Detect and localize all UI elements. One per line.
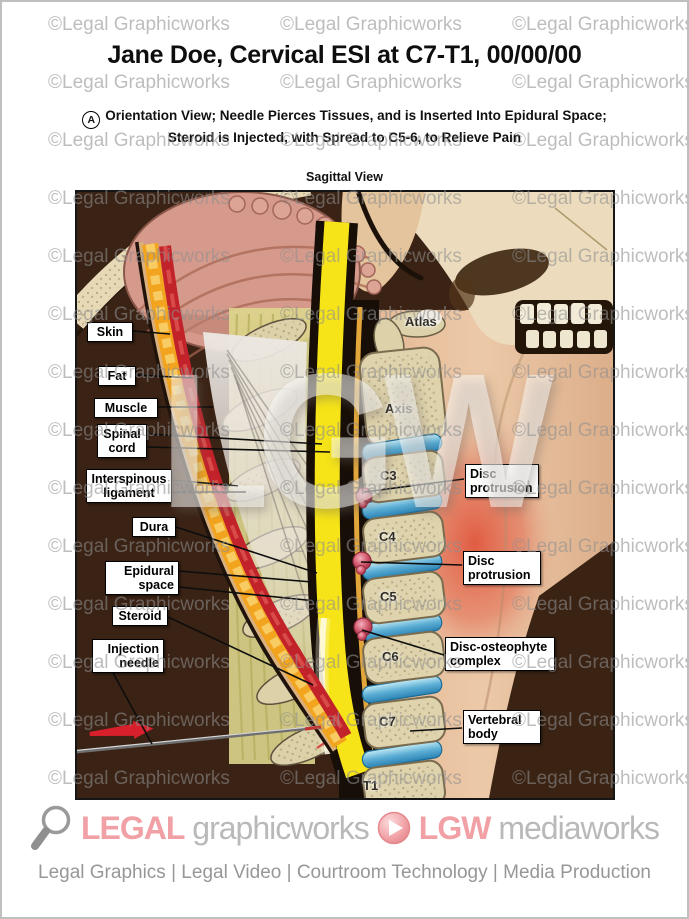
- label-dura: Dura: [132, 517, 176, 537]
- footer-tagline: Legal Graphics | Legal Video | Courtroom…: [38, 862, 651, 883]
- label-disc-protrusion-c3-4: Disc protrusion: [465, 464, 539, 498]
- watermark-text: ©Legal Graphicworks: [48, 14, 230, 35]
- view-label: Sagittal View: [306, 170, 383, 184]
- level-label-atlas: Atlas: [405, 314, 437, 329]
- label-skin: Skin: [87, 322, 133, 342]
- brand-legal-text: LEGAL: [80, 809, 185, 846]
- play-icon: [377, 811, 411, 845]
- label-fat: Fat: [98, 366, 136, 386]
- brand-mediaworks-text: mediaworks: [498, 809, 660, 846]
- skull: [377, 192, 613, 354]
- level-label-c4: C4: [379, 529, 396, 544]
- label-epidural-space: Epidural space: [105, 561, 179, 595]
- watermark-text: ©Legal Graphicworks: [512, 72, 689, 93]
- watermark-text: ©Legal Graphicworks: [512, 14, 689, 35]
- caption-line-2: Steroid is Injected, with Spread to C5-6…: [167, 130, 522, 146]
- label-vertebral-body: Vertebral body: [463, 710, 541, 744]
- label-disc-protrusion-c4-5: Disc protrusion: [463, 551, 541, 585]
- level-label-c6: C6: [382, 649, 399, 664]
- figure-marker-a: A: [82, 111, 101, 130]
- brand-graphicworks: LEGAL graphicworks: [80, 809, 370, 847]
- level-label-t1: T1: [363, 778, 379, 793]
- brand-mediaworks: LGW mediaworks: [418, 809, 660, 847]
- brand-lgw-text: LGW: [418, 809, 492, 846]
- label-injection-needle: Injection needle: [92, 639, 164, 673]
- level-label-axis: Axis: [385, 401, 413, 416]
- teeth: [515, 300, 613, 354]
- page-title: Jane Doe, Cervical ESI at C7-T1, 00/00/0…: [107, 40, 582, 69]
- magnifier-icon: [30, 805, 71, 850]
- level-label-c3: C3: [380, 468, 397, 483]
- footer-logos: LEGAL graphicworks LGW mediaworks: [0, 804, 689, 852]
- brand-graphicworks-text: graphicworks: [192, 809, 370, 846]
- spine-column: [352, 309, 448, 798]
- level-label-c5: C5: [380, 589, 397, 604]
- level-label-c7: C7: [379, 714, 396, 729]
- label-disc-osteophyte-complex: Disc-osteophyte complex: [445, 637, 555, 671]
- watermark-text: ©Legal Graphicworks: [280, 14, 462, 35]
- watermark-text: ©Legal Graphicworks: [280, 72, 462, 93]
- label-steroid: Steroid: [112, 606, 168, 626]
- label-interspinous-ligament: Interspinous ligament: [86, 469, 172, 503]
- label-muscle: Muscle: [94, 398, 158, 418]
- watermark-text: ©Legal Graphicworks: [48, 72, 230, 93]
- label-spinal-cord: Spinal cord: [97, 424, 147, 458]
